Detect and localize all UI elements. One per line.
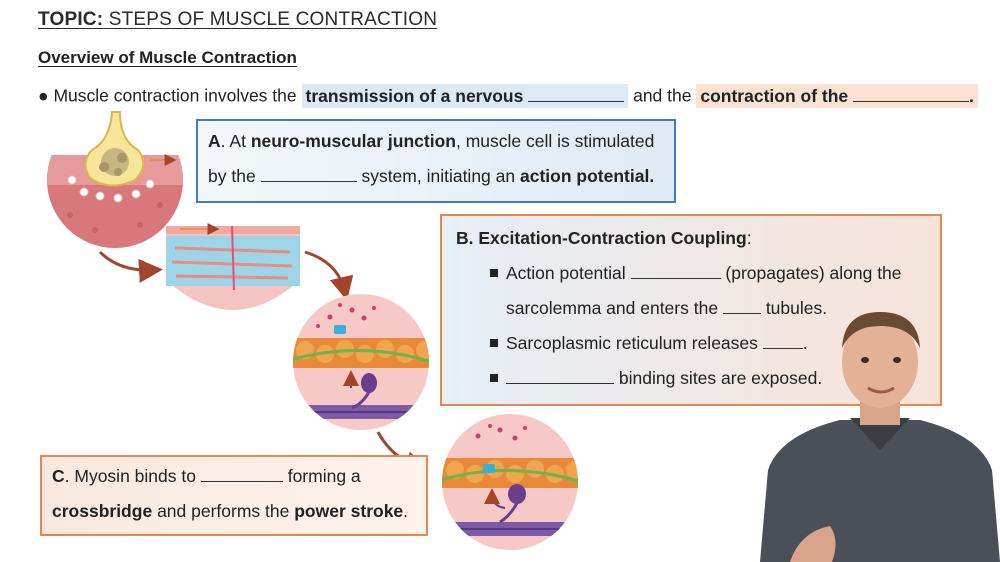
- step-a-line-2: by the system, initiating an action pote…: [208, 159, 664, 194]
- blank-b4: [506, 366, 614, 384]
- square-bullet: [490, 269, 498, 278]
- bullet-dot: ●: [38, 85, 49, 106]
- step-b-item-1-cont: sarcolemma and enters the tubules.: [456, 291, 926, 326]
- sarcolemma-image: [166, 223, 300, 310]
- step-c-box: C. Myosin binds to forming a crossbridge…: [40, 455, 428, 536]
- intro-highlight-contraction: contraction of the .: [696, 83, 978, 108]
- step-a-line-1: A. At neuro-muscular junction, muscle ce…: [208, 131, 655, 151]
- blank-c: [200, 464, 283, 482]
- blank-b3: [762, 331, 803, 349]
- square-bullet: [490, 339, 498, 348]
- presenter-video: [760, 312, 1000, 562]
- blank-b1: [630, 261, 721, 279]
- intro-middle: and the: [633, 85, 692, 106]
- step-a-box: A. At neuro-muscular junction, muscle ce…: [196, 119, 676, 203]
- blank-b2: [722, 296, 761, 314]
- crossbridge-image: [442, 414, 578, 550]
- blank-1: [528, 83, 625, 102]
- blank-a: [260, 164, 357, 182]
- step-b-item-1: Action potential (propagates) along the: [456, 256, 926, 291]
- intro-highlight-transmission: transmission of a nervous: [301, 83, 629, 108]
- step-b-item-3: binding sites are exposed.: [456, 361, 926, 396]
- intro-prefix: Muscle contraction involves the: [53, 85, 297, 106]
- topic-heading: TOPIC: STEPS OF MUSCLE CONTRACTION: [38, 9, 438, 30]
- step-c-line-1: C. Myosin binds to forming a: [52, 459, 416, 494]
- overview-heading: Overview of Muscle Contraction: [38, 48, 297, 67]
- intro-bullet-line: ● Muscle contraction involves the transm…: [38, 83, 978, 108]
- step-b-item-2: Sarcoplasmic reticulum releases .: [456, 326, 926, 361]
- step-c-line-2: crossbridge and performs the power strok…: [52, 501, 409, 521]
- calcium-release-image: [293, 294, 429, 430]
- blank-2: [853, 83, 970, 102]
- step-b-title: B. Excitation-Contraction Coupling:: [456, 228, 752, 248]
- square-bullet: [490, 374, 498, 383]
